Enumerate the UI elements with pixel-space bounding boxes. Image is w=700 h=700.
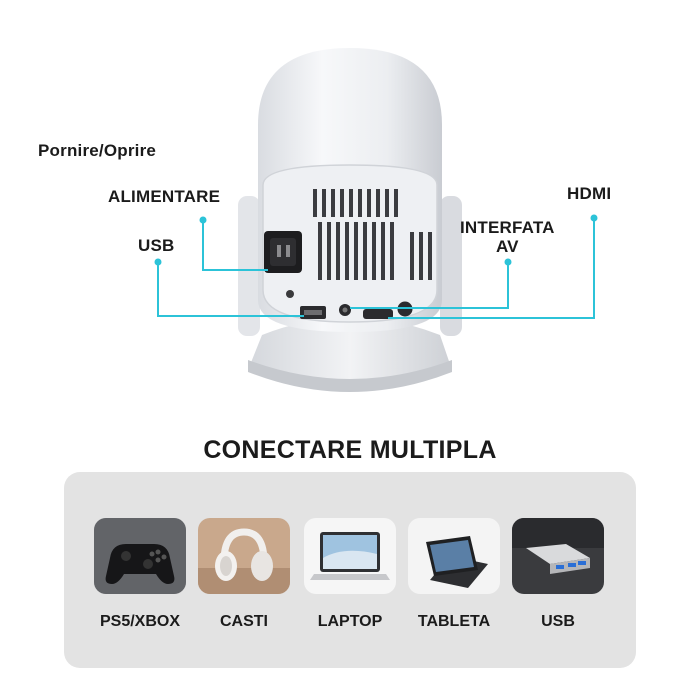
av-interface-label-line2: AV xyxy=(495,237,519,256)
usb-port-label: USB xyxy=(138,236,175,255)
power-supply-label: ALIMENTARE xyxy=(108,187,221,206)
usb-hub-icon xyxy=(512,518,604,594)
device-label-usb: USB xyxy=(541,613,575,630)
device-card-laptop: LAPTOP xyxy=(304,518,396,630)
device-label-tablet: TABLETA xyxy=(417,613,491,630)
headphones-icon xyxy=(198,518,290,594)
devices-panel: PS5/XBOX CASTI LAPTOP xyxy=(64,472,636,668)
device-label-laptop: LAPTOP xyxy=(317,613,383,630)
av-interface-label-line1: INTERFATA xyxy=(460,218,555,237)
laptop-icon xyxy=(304,518,396,594)
device-label-headphones: CASTI xyxy=(220,613,268,630)
device-card-gamepad: PS5/XBOX xyxy=(94,518,186,630)
device-card-headphones: CASTI xyxy=(198,518,290,630)
device-card-tablet: TABLETA xyxy=(408,518,500,630)
power-switch-label: Pornire/Oprire xyxy=(38,141,157,160)
gamepad-icon xyxy=(94,518,186,594)
tablet-icon xyxy=(408,518,500,594)
device-card-usb: USB xyxy=(512,518,604,630)
device-label-gamepad: PS5/XBOX xyxy=(99,613,181,630)
hdmi-port-label: HDMI xyxy=(567,184,612,203)
section-title: CONECTARE MULTIPLA xyxy=(203,436,497,464)
av-interface-label: INTERFATA AV xyxy=(460,218,555,256)
